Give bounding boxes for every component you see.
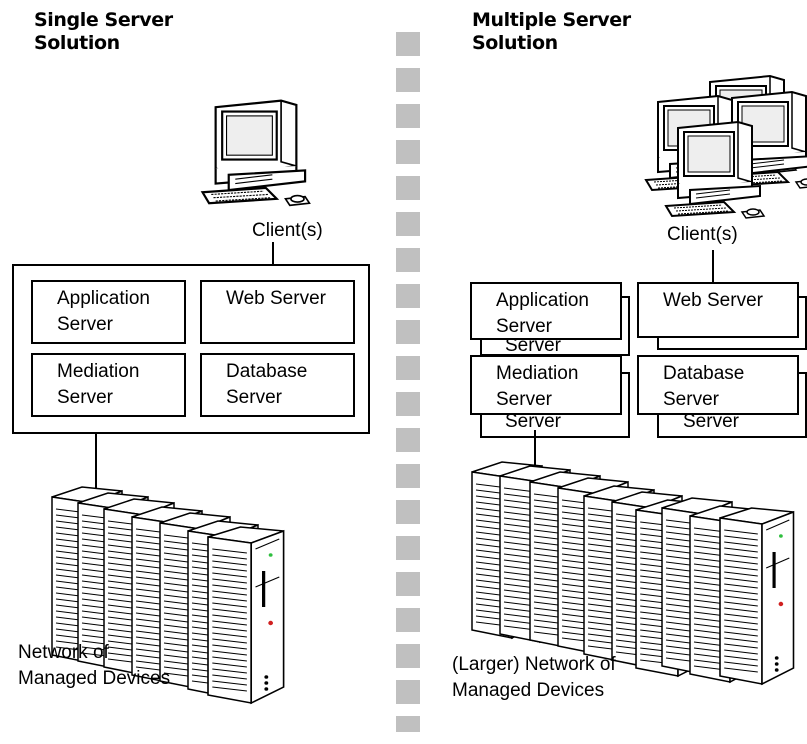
multiple-application-server-back-text: Server [505,336,561,354]
multiple-database-server-back-text: Server [683,412,739,428]
single-web-server-box: Web Server [200,280,355,344]
single-client-computer-icon [201,99,311,207]
multiple-mediation-server-back-text: Server [505,412,561,428]
multiple-client-computers-icon [645,75,807,219]
single-client-connector [272,242,274,266]
multiple-client-connector [712,250,714,284]
multiple-client-label: Client(s) [667,224,738,245]
multiple-managed-devices-icon [471,461,795,685]
column-separator [396,32,420,744]
single-client-label: Client(s) [252,220,323,241]
multiple-web-server-box: Web Server [637,282,799,338]
multiple-network-connector [534,430,536,466]
single-network-connector [95,432,97,522]
